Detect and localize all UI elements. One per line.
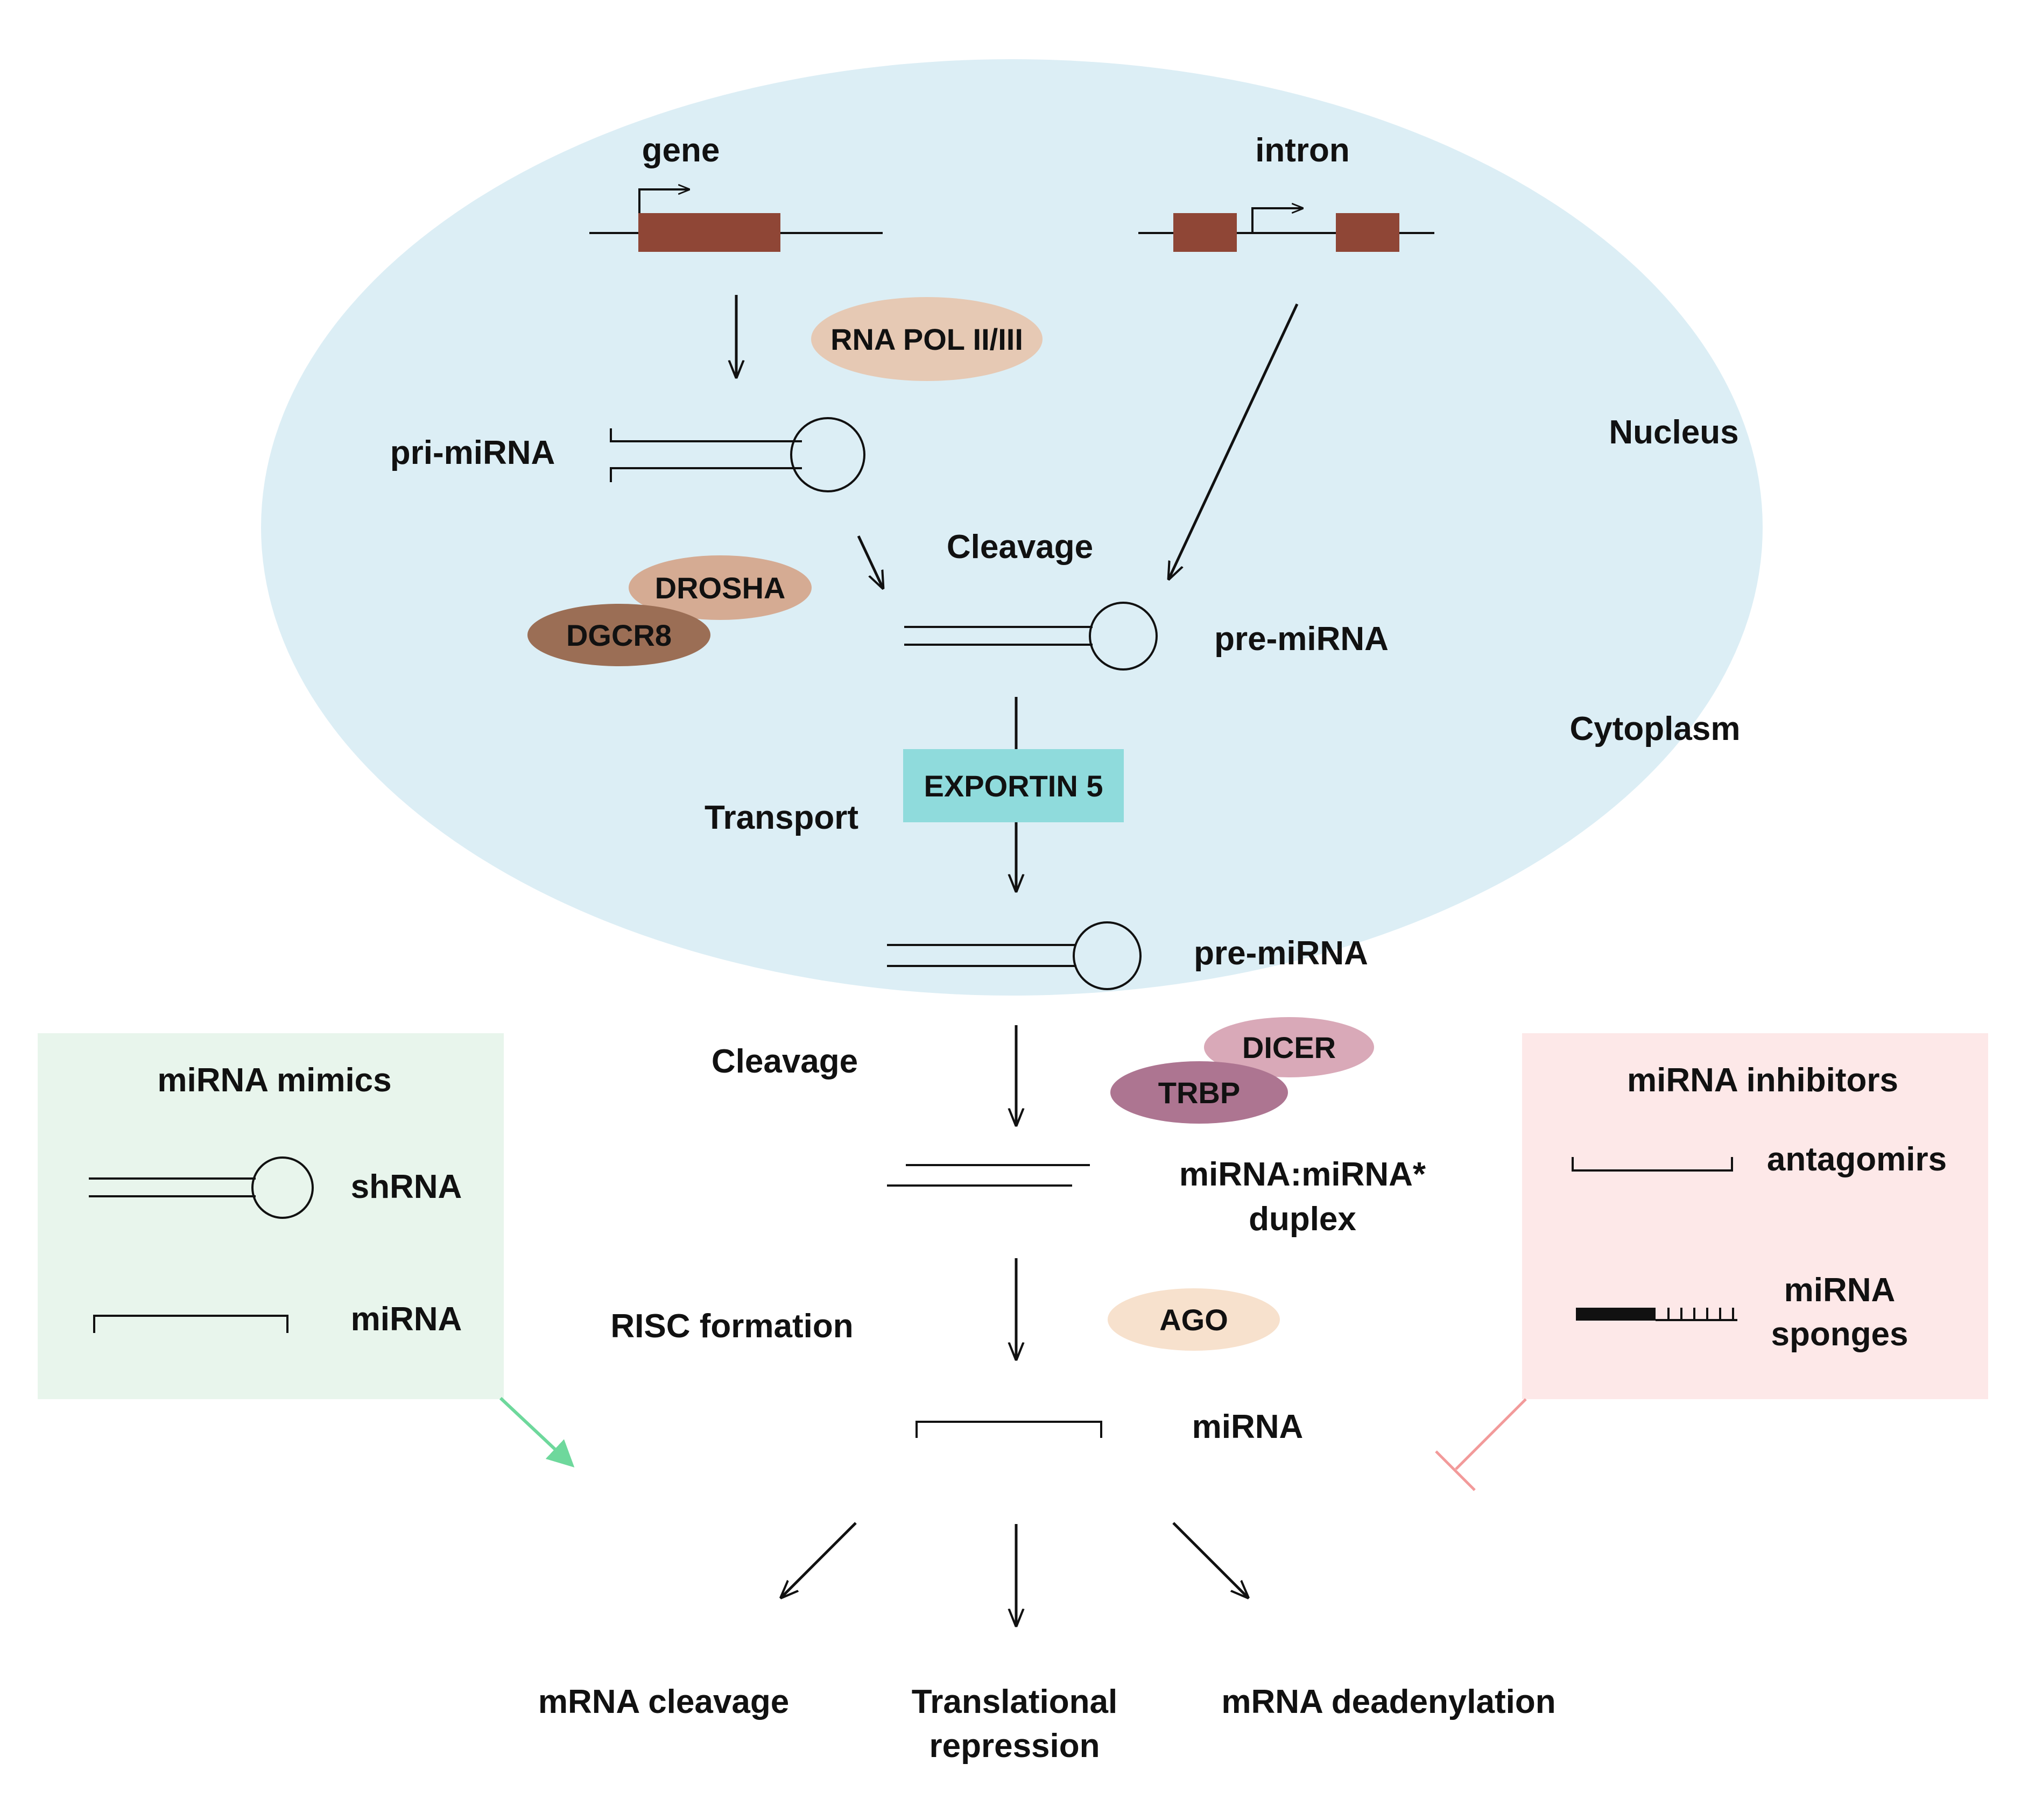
mimics-shrna-loop (251, 1156, 314, 1219)
nuclear-cleavage-label: Cleavage (947, 528, 1093, 566)
mimics-shrna-label: shRNA (351, 1168, 462, 1205)
nucleus (261, 59, 1763, 996)
dicer-enzyme (1204, 1017, 1374, 1077)
intron-exon-right (1336, 213, 1399, 252)
antagomir-strand (1572, 1157, 1733, 1172)
rna-pol-label: RNA POL II/III (830, 322, 1023, 356)
gene-exon (638, 213, 780, 252)
pri-mirna-hairpin-bottom (610, 467, 802, 482)
sponges-label-line2: sponges (1771, 1316, 1909, 1353)
cytoplasmic-cleavage-label: Cleavage (712, 1043, 858, 1080)
trbp-label: TRBP (1158, 1076, 1240, 1110)
mature-mirna-label: miRNA (1192, 1408, 1304, 1445)
pre-mirna-cyto-loop (1073, 921, 1142, 990)
gene-promoter-arrow (638, 189, 689, 213)
inhibitors-panel (1522, 1033, 1988, 1399)
pri-mirna-hairpin-top (610, 428, 802, 442)
mimics-title: miRNA mimics (157, 1062, 391, 1099)
dgcr8-label: DGCR8 (566, 618, 672, 652)
rna-pol-enzyme (811, 297, 1043, 381)
drosha-enzyme (629, 555, 812, 620)
risc-formation-label: RISC formation (610, 1308, 853, 1345)
intron-exon-left (1173, 213, 1237, 252)
ago-label: AGO (1159, 1303, 1228, 1337)
translational-repression-label-line1: Translational (912, 1683, 1117, 1720)
mimics-activation-arrow (499, 1396, 575, 1468)
mrna-cleavage-label: mRNA cleavage (538, 1683, 789, 1720)
pre-mirna-cyto-label: pre-miRNA (1194, 935, 1368, 972)
mimics-mirna-label: miRNA (351, 1301, 462, 1338)
dgcr8-enzyme (527, 604, 710, 666)
duplex-label-line1: miRNA:miRNA* (1179, 1156, 1426, 1193)
inhibitors-inhibition-line (1455, 1398, 1527, 1470)
intron-promoter-arrow (1251, 208, 1302, 233)
ago-protein (1108, 1288, 1280, 1351)
intron-to-pre-mirna-arrow (1169, 303, 1299, 579)
exportin-5-box (903, 749, 1124, 822)
sponges-label-line1: miRNA (1784, 1272, 1896, 1309)
cytoplasm-label: Cytoplasm (1570, 710, 1741, 747)
antagomirs-label: antagomirs (1767, 1141, 1947, 1178)
inhibitors-inhibition-bar (1435, 1450, 1476, 1491)
pre-mirna-nuclear-label: pre-miRNA (1214, 620, 1389, 658)
mrna-deadenylation-label: mRNA deadenylation (1221, 1683, 1555, 1720)
mimics-mirna-strand (93, 1315, 288, 1333)
transport-label: Transport (705, 799, 858, 836)
sponge-ticks (1667, 1308, 1734, 1320)
inhibitors-title: miRNA inhibitors (1627, 1062, 1898, 1099)
pri-mirna-label: pri-miRNA (390, 434, 555, 471)
mrna-cleavage-arrow (781, 1522, 857, 1597)
mrna-deadenylation-arrow (1172, 1522, 1248, 1597)
sponge-binding-region (1576, 1308, 1656, 1321)
translational-repression-label-line2: repression (929, 1727, 1100, 1765)
nucleus-label: Nucleus (1609, 414, 1738, 451)
exportin-5-label: EXPORTIN 5 (924, 769, 1103, 803)
duplex-label-line2: duplex (1249, 1201, 1356, 1238)
pre-mirna-nuclear-loop (1089, 602, 1158, 671)
mature-mirna-strand (916, 1421, 1102, 1438)
intron-label: intron (1255, 132, 1350, 169)
gene-label: gene (642, 132, 720, 169)
drosha-cleavage-arrow (857, 535, 883, 588)
dicer-label: DICER (1242, 1031, 1336, 1064)
drosha-label: DROSHA (655, 571, 786, 605)
trbp-enzyme (1110, 1061, 1288, 1124)
pri-mirna-loop (790, 417, 865, 492)
